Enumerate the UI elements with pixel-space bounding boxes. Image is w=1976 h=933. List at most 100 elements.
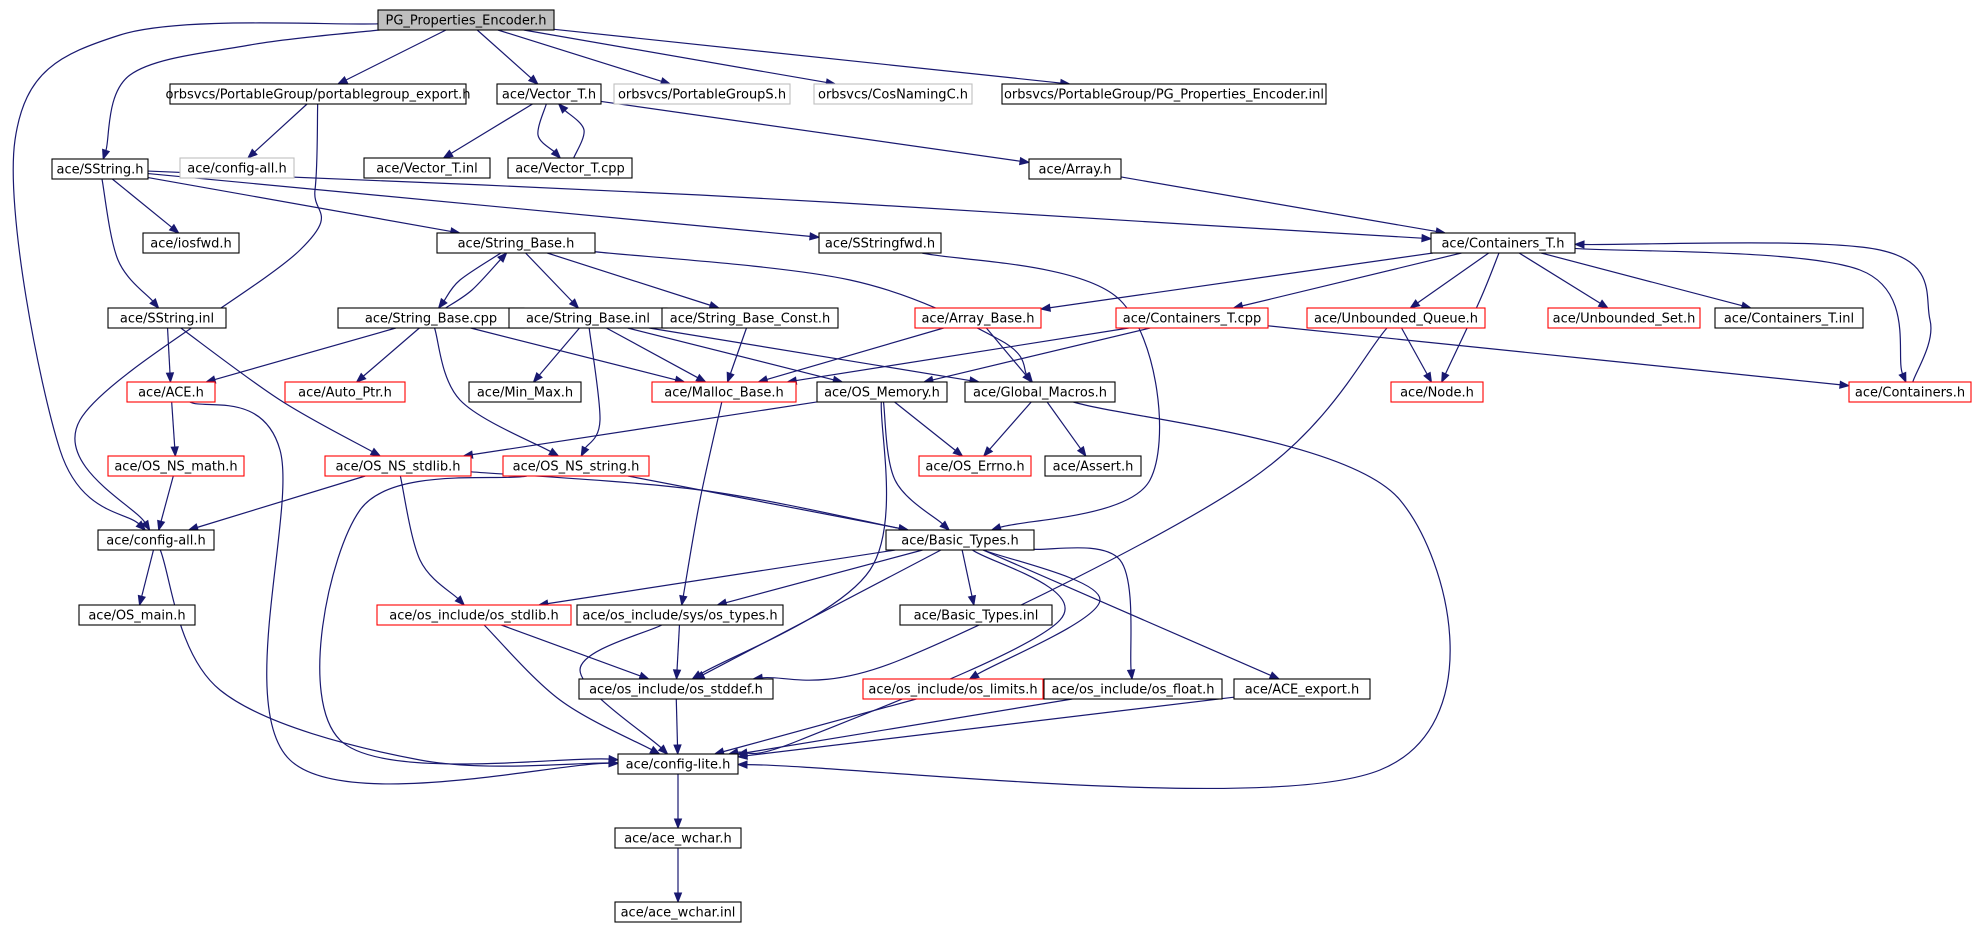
- node-box: [964, 381, 1116, 403]
- edge-sstring-h-to-sstringfwd-h: [147, 172, 821, 241]
- node-box: [578, 678, 774, 700]
- node-sstring-inl[interactable]: ace/SString.inl: [107, 307, 227, 329]
- node-box: [107, 307, 227, 329]
- node-label: ace/ACE_export.h: [1245, 683, 1359, 698]
- node-label: ace/SStringfwd.h: [825, 237, 935, 252]
- node-label: ace/os_include/os_float.h: [1051, 683, 1214, 698]
- node-basic-types-inl[interactable]: ace/Basic_Types.inl: [899, 604, 1053, 626]
- node-unbounded-set-h[interactable]: ace/Unbounded_Set.h: [1547, 307, 1701, 329]
- edge-array-base-h-to-global-macros-h: [985, 327, 1033, 384]
- node-box: [885, 529, 1035, 551]
- node-box: [576, 604, 784, 626]
- node-label: PG_Properties_Encoder.h: [386, 14, 547, 29]
- node-label: ace/OS_NS_math.h: [114, 460, 237, 475]
- node-string-base-inl[interactable]: ace/String_Base.inl: [508, 307, 668, 329]
- node-label: ace/OS_main.h: [88, 609, 185, 624]
- node-label: ace/Containers.h: [1855, 386, 1965, 401]
- node-os-stdlib-h[interactable]: ace/os_include/os_stdlib.h: [376, 604, 572, 626]
- edge-containers-t-h-to-unbounded-set-h: [1518, 252, 1610, 309]
- node-box: [1115, 307, 1269, 329]
- node-label: ace/Malloc_Base.h: [664, 386, 784, 401]
- node-vector-t-h[interactable]: ace/Vector_T.h: [496, 83, 602, 105]
- node-os-stddef-h[interactable]: ace/os_include/os_stddef.h: [578, 678, 774, 700]
- node-containers-h[interactable]: ace/Containers.h: [1848, 381, 1972, 403]
- edge-os-ns-stdlib-h-to-basic-types-h: [470, 471, 910, 533]
- node-box: [613, 83, 791, 105]
- node-label: ace/SString.h: [57, 163, 144, 178]
- node-portablegroups-h[interactable]: orbsvcs/PortableGroupS.h: [613, 83, 791, 105]
- node-ace-export-h[interactable]: ace/ACE_export.h: [1233, 678, 1371, 700]
- node-iosfwd-h[interactable]: ace/iosfwd.h: [142, 232, 240, 254]
- node-config-lite-h[interactable]: ace/config-lite.h: [617, 753, 739, 775]
- node-label: ace/Min_Max.h: [477, 386, 573, 401]
- node-os-limits-h[interactable]: ace/os_include/os_limits.h: [862, 678, 1044, 700]
- node-min-max-h[interactable]: ace/Min_Max.h: [468, 381, 582, 403]
- node-auto-ptr-h[interactable]: ace/Auto_Ptr.h: [284, 381, 406, 403]
- node-global-macros-h[interactable]: ace/Global_Macros.h: [964, 381, 1116, 403]
- edge-basic-types-h-to-os-limits-h: [968, 549, 1101, 680]
- node-os-memory-h[interactable]: ace/OS_Memory.h: [816, 381, 948, 403]
- edge-unbounded-queue-h-to-node-h: [1401, 327, 1433, 384]
- node-label: ace/Vector_T.h: [502, 88, 596, 103]
- edge-containers-h-to-containers-t-h: [1573, 240, 1932, 383]
- node-label: ace/OS_NS_string.h: [513, 460, 640, 475]
- node-label: ace/Array_Base.h: [921, 312, 1034, 327]
- node-sstring-h[interactable]: ace/SString.h: [51, 158, 149, 180]
- node-os-types-h[interactable]: ace/os_include/sys/os_types.h: [576, 604, 784, 626]
- edge-config-lite-h-to-ace-wchar-h: [673, 774, 683, 830]
- node-vector-t-inl[interactable]: ace/Vector_T.inl: [363, 157, 491, 179]
- node-sstringfwd-h[interactable]: ace/SStringfwd.h: [818, 232, 942, 254]
- node-vector-t-cpp[interactable]: ace/Vector_T.cpp: [507, 157, 633, 179]
- node-string-base-h[interactable]: ace/String_Base.h: [436, 232, 596, 254]
- edge-os-float-h-to-config-lite-h: [736, 698, 1073, 757]
- edge-vector-t-h-to-vector-t-inl: [442, 103, 533, 159]
- edge-string-base-h-to-string-base-cpp: [437, 252, 502, 310]
- node-cosnamingc-h[interactable]: orbsvcs/CosNamingC.h: [813, 83, 973, 105]
- node-string-base-const-h[interactable]: ace/String_Base_Const.h: [661, 307, 839, 329]
- node-ace-h[interactable]: ace/ACE.h: [126, 381, 216, 403]
- node-os-ns-string-h[interactable]: ace/OS_NS_string.h: [502, 455, 650, 477]
- node-label: orbsvcs/PortableGroupS.h: [618, 88, 786, 103]
- node-os-float-h[interactable]: ace/os_include/os_float.h: [1043, 678, 1223, 700]
- edge-os-memory-h-to-basic-types-h: [882, 401, 951, 531]
- node-box: [813, 83, 973, 105]
- node-box: [376, 604, 572, 626]
- edge-os-ns-string-h-to-basic-types-h: [627, 475, 910, 533]
- node-label: ace/ace_wchar.inl: [621, 906, 736, 921]
- node-config-all-ext[interactable]: ace/config-all.h: [179, 157, 295, 179]
- node-label: ace/ace_wchar.h: [624, 832, 732, 847]
- node-basic-types-h[interactable]: ace/Basic_Types.h: [885, 529, 1035, 551]
- node-config-all-h[interactable]: ace/config-all.h: [97, 529, 215, 551]
- node-box: [1028, 158, 1122, 180]
- node-containers-t-inl[interactable]: ace/Containers_T.inl: [1714, 307, 1864, 329]
- edge-vector-t-h-to-vector-t-cpp: [537, 103, 562, 159]
- node-containers-t-h[interactable]: ace/Containers_T.h: [1430, 232, 1576, 254]
- node-string-base-cpp[interactable]: ace/String_Base.cpp: [337, 307, 525, 329]
- node-pgpe-inl[interactable]: orbsvcs/PortableGroup/PG_Properties_Enco…: [1001, 83, 1327, 105]
- edge-sstring-inl-to-os-ns-stdlib-h: [180, 327, 382, 457]
- edge-string-base-inl-to-os-ns-string-h: [580, 327, 601, 458]
- node-pgexport[interactable]: orbsvcs/PortableGroup/portablegroup_expo…: [165, 83, 471, 105]
- node-ace-wchar-inl[interactable]: ace/ace_wchar.inl: [614, 901, 742, 923]
- node-node-h[interactable]: ace/Node.h: [1390, 381, 1484, 403]
- node-assert-h[interactable]: ace/Assert.h: [1044, 455, 1142, 477]
- node-array-h[interactable]: ace/Array.h: [1028, 158, 1122, 180]
- node-malloc-base-h[interactable]: ace/Malloc_Base.h: [651, 381, 797, 403]
- node-box: [436, 232, 596, 254]
- edge-array-h-to-containers-t-h: [1120, 176, 1447, 236]
- node-box: [661, 307, 839, 329]
- node-label: ace/Basic_Types.h: [901, 534, 1018, 549]
- node-ace-wchar-h[interactable]: ace/ace_wchar.h: [614, 827, 742, 849]
- node-box: [468, 381, 582, 403]
- node-os-ns-math-h[interactable]: ace/OS_NS_math.h: [107, 455, 245, 477]
- node-root[interactable]: PG_Properties_Encoder.h: [377, 9, 555, 31]
- node-unbounded-queue-h[interactable]: ace/Unbounded_Queue.h: [1306, 307, 1486, 329]
- edge-os-stdlib-h-to-config-lite-h: [483, 624, 661, 755]
- node-os-main-h[interactable]: ace/OS_main.h: [78, 604, 196, 626]
- node-os-ns-stdlib-h[interactable]: ace/OS_NS_stdlib.h: [324, 455, 472, 477]
- node-os-errno-h[interactable]: ace/OS_Errno.h: [918, 455, 1032, 477]
- node-array-base-h[interactable]: ace/Array_Base.h: [914, 307, 1042, 329]
- node-containers-t-cpp[interactable]: ace/Containers_T.cpp: [1115, 307, 1269, 329]
- node-box: [862, 678, 1044, 700]
